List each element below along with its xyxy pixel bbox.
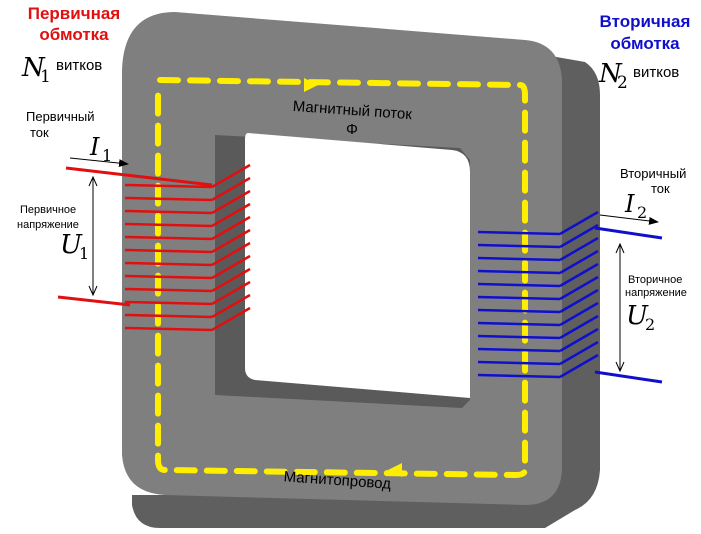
secondary-winding-turn	[477, 256, 561, 262]
primary-voltage-index: 1	[79, 244, 89, 263]
secondary-winding-turn-back	[559, 249, 599, 275]
secondary-turns-index: 2	[617, 73, 628, 93]
primary-winding-turn	[124, 313, 213, 319]
secondary-winding-turn	[477, 347, 561, 353]
secondary-current-label-line1: Вторичный	[620, 166, 686, 181]
secondary-turns-word: витков	[633, 64, 679, 81]
primary-winding-turn	[124, 274, 213, 280]
primary-winding-turn-back	[211, 267, 251, 293]
primary-turns-symbol: N	[21, 53, 46, 83]
secondary-voltage-symbol: U	[626, 301, 649, 331]
secondary-winding-turn	[477, 334, 561, 340]
flux-arrow-top	[304, 78, 318, 92]
secondary-voltage-label-line1: Вторичное	[628, 274, 682, 286]
secondary-winding-turn-back	[559, 340, 599, 366]
secondary-winding-turn	[477, 243, 561, 249]
primary-winding-turn	[124, 222, 213, 228]
secondary-lead-bottom	[594, 370, 663, 384]
primary-current-label-line1: Первичный	[26, 109, 95, 124]
primary-winding-turn	[124, 326, 213, 332]
primary-lead-bottom	[57, 295, 131, 307]
secondary-winding-turn-back	[559, 314, 599, 340]
primary-winding-turn	[124, 196, 213, 202]
secondary-winding-turn-back	[559, 288, 599, 314]
flux-arrow-bottom	[388, 463, 402, 477]
primary-current-arrow	[69, 157, 129, 168]
secondary-winding-title-line1: Вторичная	[600, 12, 691, 31]
secondary-winding-turn	[477, 230, 561, 236]
secondary-voltage-label-line2: напряжение	[625, 287, 687, 299]
primary-voltage-label-line2: напряжение	[17, 219, 79, 231]
primary-winding-title-line1: Первичная	[28, 4, 120, 23]
secondary-winding-turn-back	[559, 327, 599, 353]
primary-winding-title-line2: обмотка	[39, 25, 109, 44]
secondary-winding	[477, 210, 599, 379]
primary-winding-turn	[124, 209, 213, 215]
secondary-winding-turn-back	[559, 223, 599, 249]
primary-winding-turn	[124, 183, 213, 189]
primary-voltage-label-line1: Первичное	[20, 204, 76, 216]
secondary-winding-turn	[477, 360, 561, 366]
secondary-winding-turn	[477, 282, 561, 288]
primary-winding-turn	[124, 300, 213, 306]
primary-winding	[124, 163, 251, 332]
primary-winding-turn-back	[211, 215, 251, 241]
primary-winding-turn-back	[211, 293, 251, 319]
secondary-winding-turn	[477, 295, 561, 301]
flux-symbol: Φ	[346, 121, 358, 138]
secondary-winding-title-line2: обмотка	[610, 34, 680, 53]
primary-voltage-arrowhead-bottom	[88, 285, 98, 297]
secondary-current-arrow	[599, 214, 659, 225]
secondary-voltage-index: 2	[645, 315, 655, 334]
primary-winding-turn	[124, 287, 213, 293]
secondary-winding-turn	[477, 373, 561, 379]
primary-winding-turn-back	[211, 241, 251, 267]
primary-winding-turn	[124, 235, 213, 241]
primary-winding-turn	[124, 261, 213, 267]
primary-winding-turn-back	[211, 189, 251, 215]
primary-current-symbol: I	[89, 133, 100, 161]
flux-path	[155, 77, 528, 479]
primary-lead-top	[65, 166, 213, 187]
primary-current-label-line2: ток	[30, 125, 49, 140]
primary-winding-turn	[124, 248, 213, 254]
secondary-winding-turn-back	[559, 262, 599, 288]
secondary-voltage-arrowhead-bottom	[615, 361, 625, 373]
primary-winding-turn-back	[211, 202, 251, 228]
primary-winding-turn-back	[211, 280, 251, 306]
secondary-current-index: 2	[637, 203, 647, 222]
secondary-winding-turn-back	[559, 353, 599, 379]
primary-winding-turn-back	[211, 163, 251, 189]
secondary-winding-turn-back	[559, 275, 599, 301]
secondary-winding-turn	[477, 321, 561, 327]
primary-turns-word: витков	[56, 57, 102, 74]
primary-winding-turn-back	[211, 176, 251, 202]
primary-current-index: 1	[102, 146, 112, 165]
primary-turns-index: 1	[40, 67, 51, 87]
primary-winding-turn-back	[211, 228, 251, 254]
magnetic-core	[122, 12, 600, 528]
secondary-lead-top	[594, 226, 663, 240]
primary-voltage-arrowhead-top	[88, 175, 98, 187]
primary-winding-turn-back	[211, 306, 251, 332]
secondary-winding-turn-back	[559, 210, 599, 236]
secondary-turns-symbol: N	[598, 59, 623, 89]
secondary-current-label-line2: ток	[651, 181, 670, 196]
primary-voltage-symbol: U	[60, 230, 83, 260]
primary-winding-turn-back	[211, 254, 251, 280]
secondary-winding-turn-back	[559, 301, 599, 327]
secondary-winding-turn	[477, 269, 561, 275]
core-window	[245, 133, 470, 398]
secondary-voltage-arrowhead-top	[615, 242, 625, 254]
secondary-current-symbol: I	[624, 190, 635, 218]
secondary-winding-turn	[477, 308, 561, 314]
secondary-winding-turn-back	[559, 236, 599, 262]
